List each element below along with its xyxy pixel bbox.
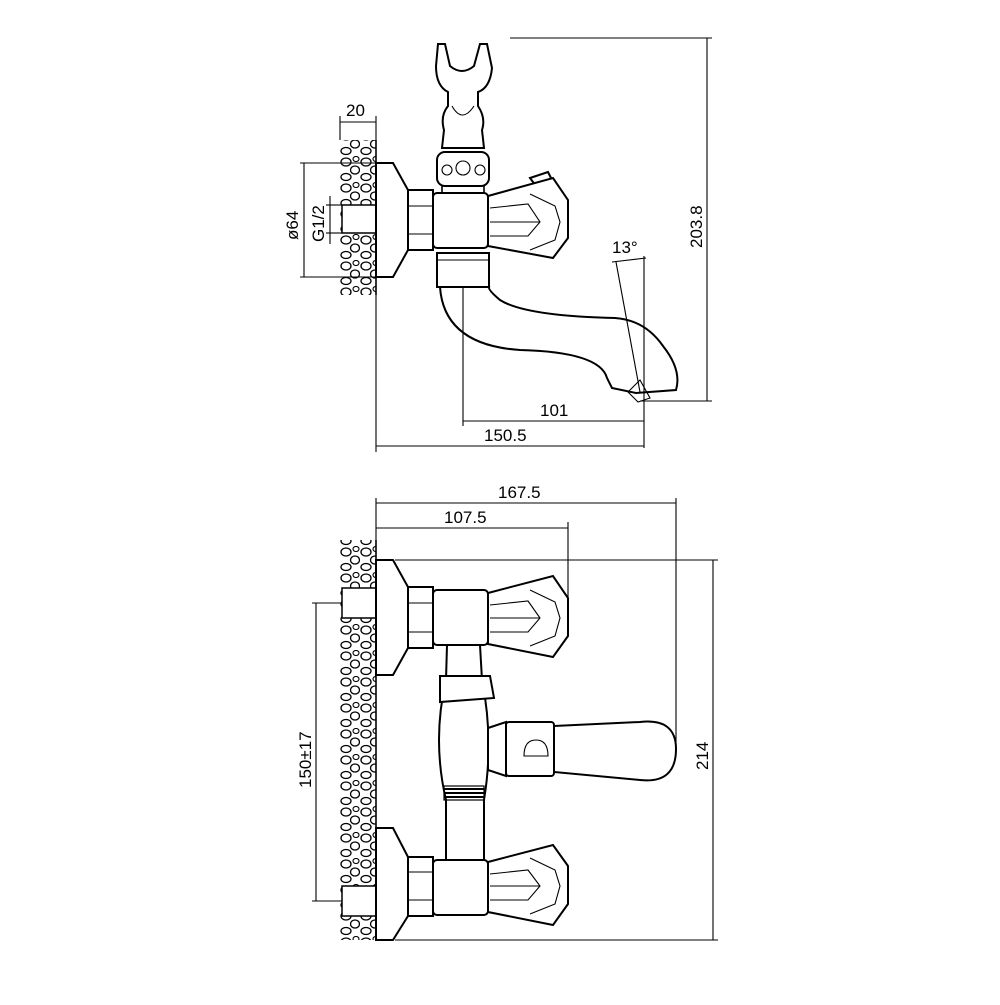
side-view: 20 ø64 G1/2 203.8 13° 101 150.5 — [283, 37, 712, 452]
spout-collar — [436, 252, 490, 288]
flange-lower — [375, 827, 409, 941]
dim-spout-reach: 101 — [540, 401, 568, 420]
dim-total-height: 203.8 — [687, 205, 706, 248]
hex-nut-lower — [407, 856, 434, 917]
handle-upper — [487, 574, 569, 659]
wall-pipe-lower — [341, 885, 377, 917]
shower-holder — [434, 43, 494, 149]
handle-lower — [487, 843, 569, 927]
valve-body-lower — [432, 859, 489, 916]
dim-spout-angle: 13° — [612, 238, 638, 257]
dim-overall-width: 214 — [693, 742, 712, 770]
spout-top — [487, 720, 507, 778]
dim-thread: G1/2 — [309, 205, 328, 242]
spout — [438, 286, 679, 395]
wall-pipe-upper — [341, 587, 377, 619]
hex-nut-upper — [407, 586, 434, 649]
spout-arm — [553, 720, 678, 782]
handle — [487, 176, 569, 260]
top-view: 167.5 107.5 150±17 214 — [296, 483, 718, 941]
flange — [375, 162, 409, 278]
dim-total-depth: 150.5 — [484, 426, 527, 445]
dim-handle-reach: 107.5 — [444, 508, 487, 527]
dim-overall-length: 167.5 — [498, 483, 541, 502]
shower-connector — [439, 675, 496, 704]
diverter-ring — [436, 151, 490, 187]
aerator — [627, 379, 651, 403]
flange-upper — [375, 559, 409, 676]
hex-nut — [407, 189, 434, 251]
dim-centers: 150±17 — [296, 731, 315, 788]
thread-band — [443, 785, 485, 801]
valve-body-upper — [432, 589, 489, 646]
wall-pipe — [341, 204, 377, 234]
dim-wall-thickness: 20 — [346, 101, 365, 120]
dim-flange-diameter: ø64 — [283, 211, 302, 240]
valve-body — [432, 192, 489, 249]
